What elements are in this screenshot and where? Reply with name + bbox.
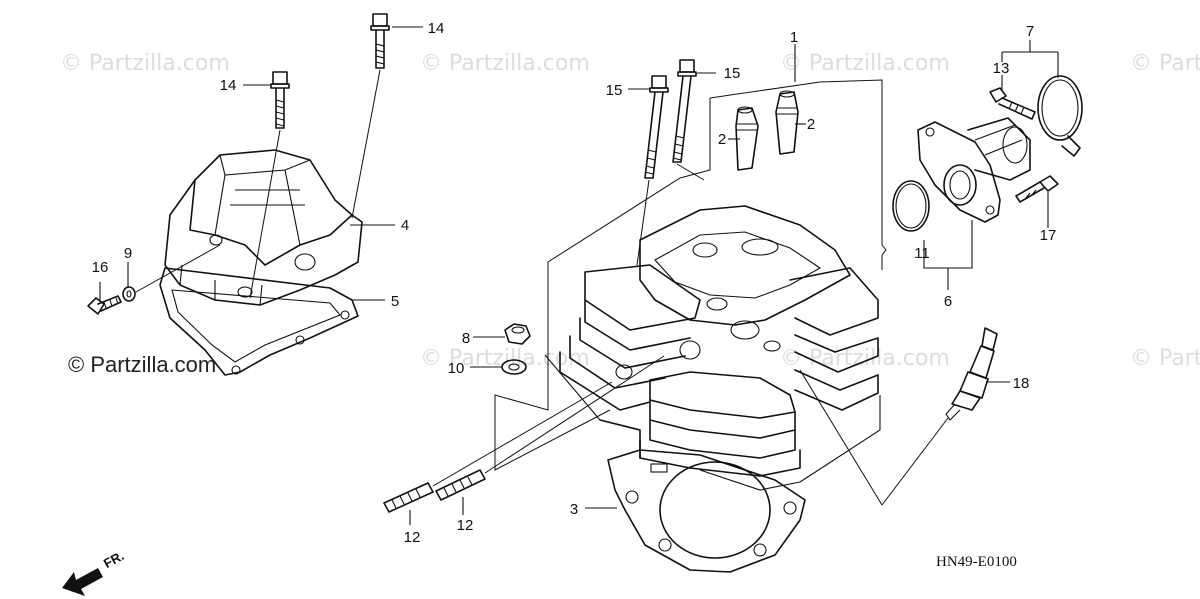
callout-12-right: 12 (457, 517, 474, 534)
assembly-outline-1 (709, 79, 887, 270)
watermark: © Partzilla.com (780, 51, 950, 76)
callout-15-right: 15 (724, 65, 741, 82)
callout-6: 6 (944, 293, 952, 310)
callout-11: 11 (914, 245, 930, 262)
callout-10: 10 (448, 360, 465, 377)
assembly-outline-1 (494, 98, 711, 471)
o-ring-11[interactable] (892, 180, 930, 232)
watermark-layer: © Partzilla.com © Partzilla.com © Partzi… (60, 51, 1200, 371)
spark-plug-18[interactable] (799, 327, 998, 506)
washer-9[interactable] (122, 244, 221, 302)
watermark: © Partzilla.com (60, 51, 230, 76)
watermark: © Partzilla.com (1130, 346, 1200, 371)
cylinder-head-cover[interactable] (159, 149, 363, 376)
callout-2-left: 2 (718, 131, 726, 148)
callout-1: 1 (790, 29, 798, 46)
bolt-13[interactable] (989, 87, 1036, 120)
callout-13: 13 (993, 60, 1010, 77)
head-gasket-3[interactable] (607, 449, 806, 573)
callout-14-left: 14 (220, 77, 237, 94)
callout-12-left: 12 (404, 529, 421, 546)
watermark: © Partzilla.com (1130, 51, 1200, 76)
callout-2-right: 2 (807, 116, 815, 133)
band-7[interactable] (1037, 75, 1083, 157)
callout-18: 18 (1013, 375, 1030, 392)
brand-text: © Partzilla.com (68, 352, 216, 377)
callout-7: 7 (1026, 23, 1034, 40)
valve-guide-right[interactable] (775, 90, 799, 155)
front-arrow-icon (62, 568, 103, 596)
diagram-code: HN49-E0100 (936, 554, 1017, 570)
callout-17: 17 (1040, 227, 1057, 244)
cap-nut-8[interactable] (504, 323, 531, 345)
watermark: © Partzilla.com (420, 346, 590, 371)
callout-4: 4 (401, 217, 409, 234)
callout-5: 5 (391, 293, 399, 310)
callout-labels: 1 2 2 3 4 5 6 7 8 9 10 11 12 12 13 14 14… (92, 20, 1057, 546)
stud-bolt-12-left[interactable] (383, 381, 613, 513)
front-label: FR. (101, 548, 127, 571)
valve-guide-left[interactable] (735, 106, 759, 171)
callout-3: 3 (570, 501, 578, 518)
bolt-15-left[interactable] (636, 75, 669, 266)
callout-9: 9 (124, 245, 132, 262)
leader-lines (99, 26, 1059, 525)
bolt-15-right[interactable] (672, 59, 705, 181)
bolt-16[interactable] (87, 295, 122, 315)
watermark: © Partzilla.com (420, 51, 590, 76)
callout-16: 16 (92, 259, 109, 276)
bolt-17[interactable] (1015, 175, 1059, 203)
bolt-14-left[interactable] (249, 71, 290, 299)
callout-14-right: 14 (428, 20, 445, 37)
stud-bolt-12-right[interactable] (435, 355, 665, 501)
bolt-14-right[interactable] (351, 13, 390, 219)
watermark: © Partzilla.com (780, 346, 950, 371)
intake-pipe-6[interactable] (917, 117, 1031, 223)
callout-8: 8 (462, 330, 470, 347)
callout-15-left: 15 (606, 82, 623, 99)
